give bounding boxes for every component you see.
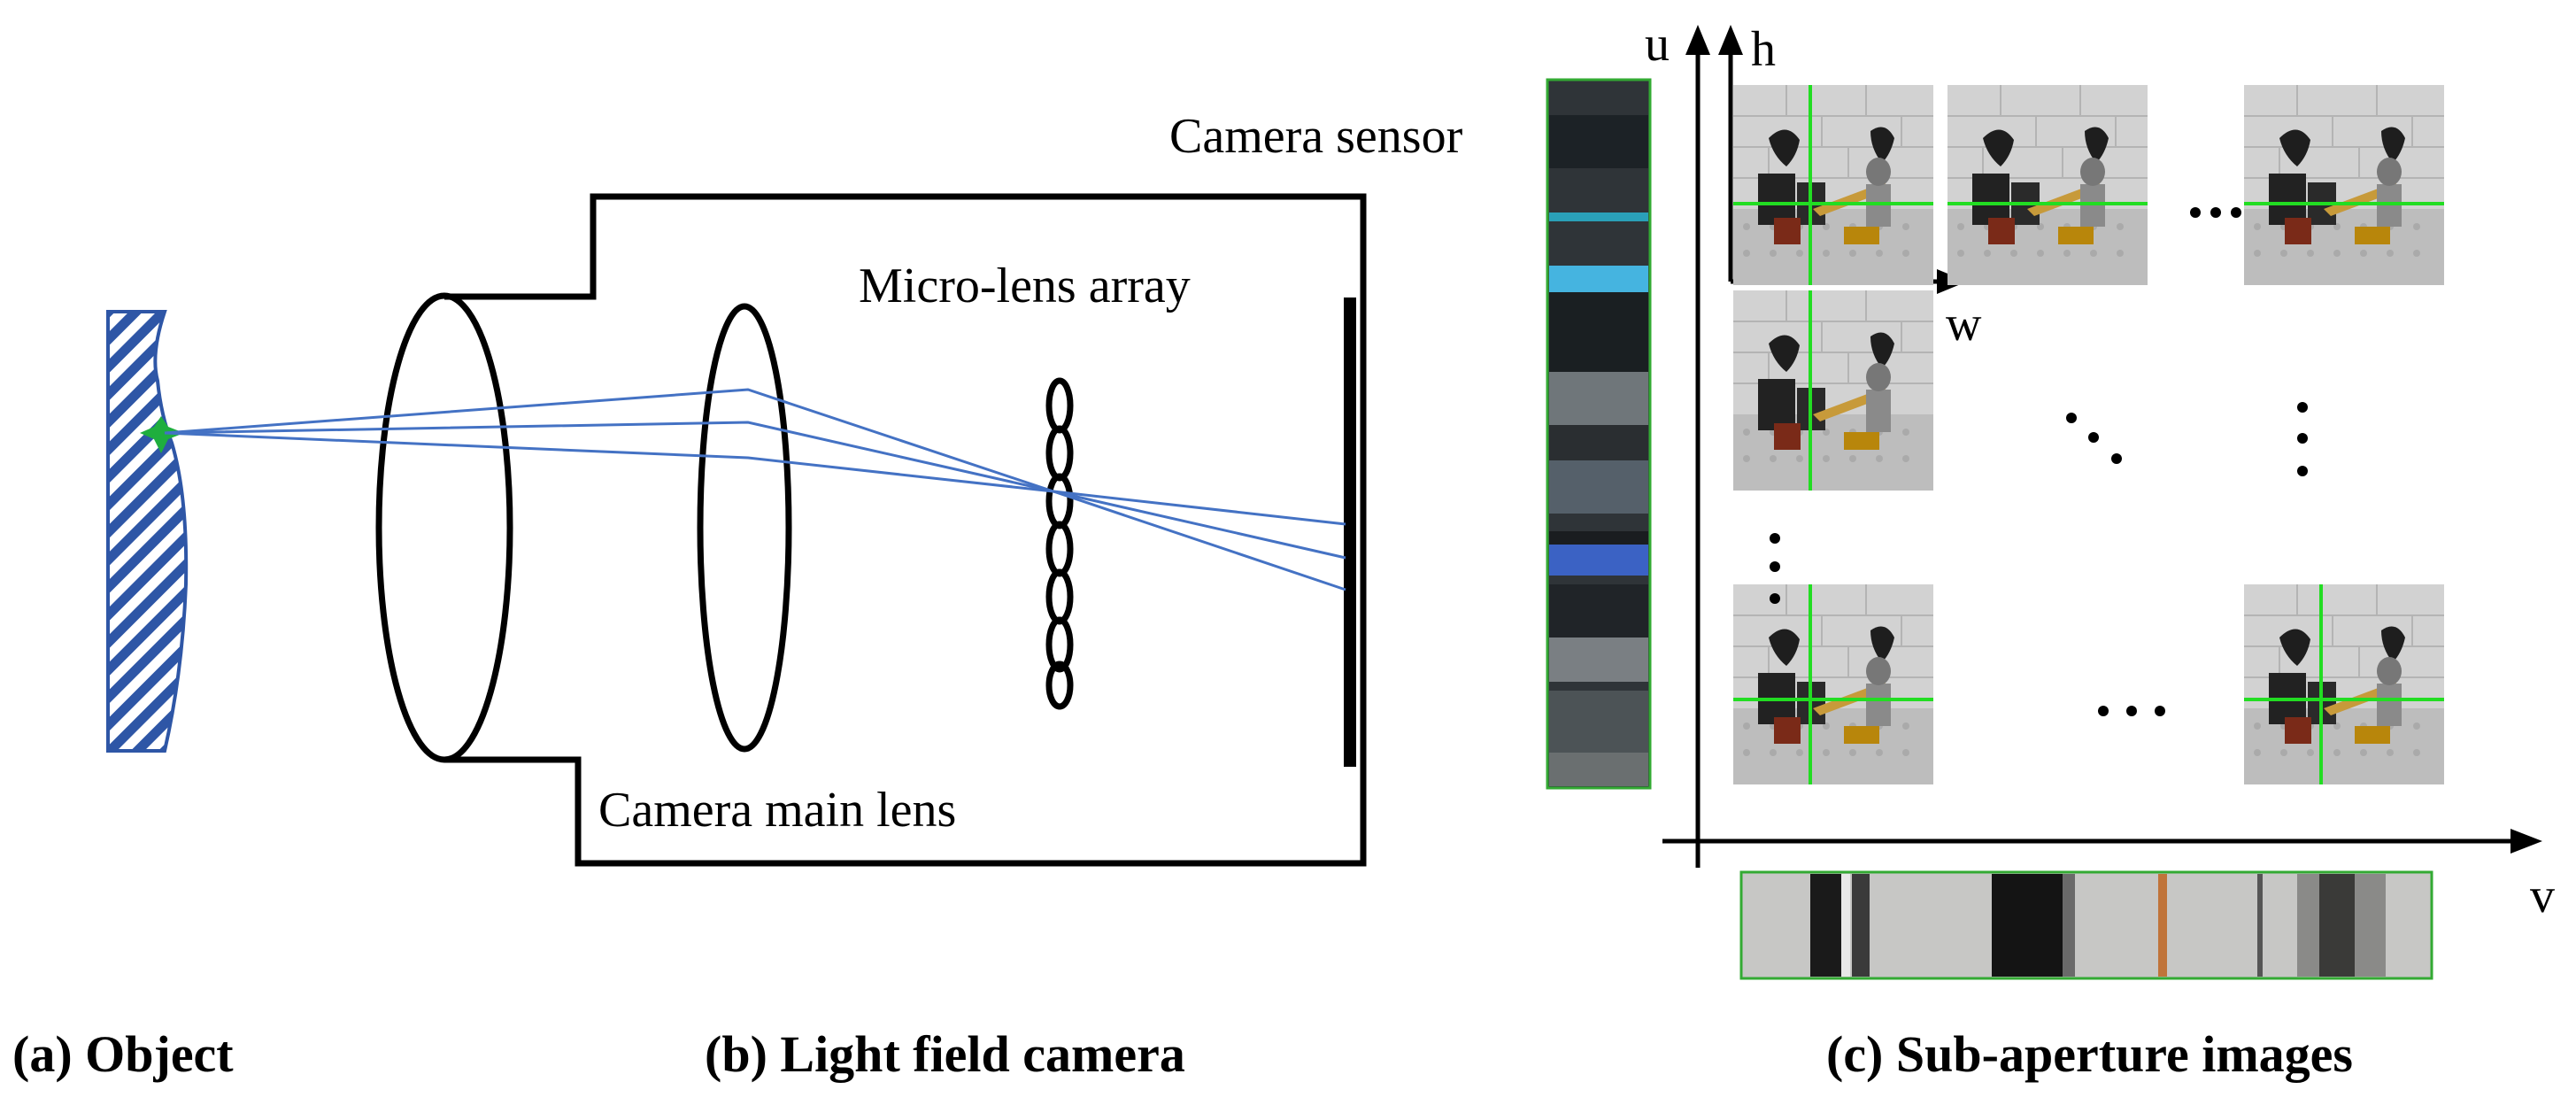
sub-aperture-image-n-1 [1733, 584, 1933, 784]
axis-label-w: w [1946, 297, 1982, 352]
axis-label-v: v [2530, 869, 2555, 923]
camera-sensor [1344, 298, 1356, 767]
sub-aperture-image-n-n [2244, 584, 2444, 784]
light-rays [164, 388, 1346, 591]
sub-aperture-image-1-n [2244, 85, 2444, 285]
object-surface [106, 310, 189, 753]
caption-a: (a) Object [12, 1025, 234, 1083]
label-camera-main-lens: Camera main lens [598, 783, 956, 838]
caption-c: (c) Sub-aperture images [1826, 1025, 2353, 1083]
micro-lens-array [1045, 377, 1074, 710]
sub-aperture-image-1-2 [1947, 85, 2148, 285]
second-lens [697, 303, 792, 753]
v-arrowhead [2510, 829, 2542, 854]
camera-body [444, 193, 1367, 867]
label-micro-lens-array: Micro-lens array [859, 259, 1191, 313]
sub-aperture-image-1-1 [1733, 85, 1933, 285]
axis-label-u: u [1645, 17, 1670, 72]
u-arrowhead [1685, 25, 1710, 55]
point-source [140, 416, 184, 453]
ellipsis-dots [1770, 207, 2308, 716]
sub-aperture-image-2-1 [1733, 290, 1933, 491]
uv-axes [1662, 37, 2525, 868]
axis-label-h: h [1751, 22, 1776, 77]
vertical-epi-strip [1546, 78, 1652, 790]
label-camera-sensor: Camera sensor [1169, 109, 1463, 164]
main-lens [375, 292, 513, 763]
horizontal-epi-strip [1739, 870, 2433, 980]
object [106, 310, 189, 753]
h-arrowhead [1718, 25, 1743, 55]
caption-b: (b) Light field camera [705, 1025, 1185, 1083]
